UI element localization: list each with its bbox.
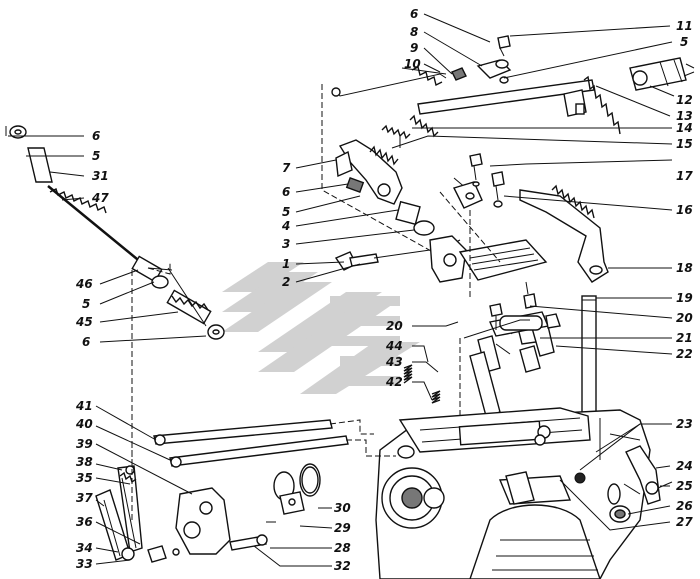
callout-38: 38 (76, 455, 93, 469)
callout-17: 17 (676, 169, 693, 183)
callout-19: 19 (676, 291, 693, 305)
callout-36: 36 (76, 515, 93, 529)
callout-23: 23 (676, 417, 693, 431)
callout-left-6a: 6 (92, 129, 100, 143)
callout-40: 40 (75, 417, 93, 431)
callout-21: 21 (676, 331, 693, 345)
callout-top-5: 5 (680, 35, 688, 49)
gearbox-housing (375, 407, 651, 579)
callout-47: 47 (91, 191, 109, 205)
callout-35: 35 (76, 471, 93, 485)
callout-2: 2 (282, 275, 290, 289)
callout-16: 16 (676, 203, 693, 217)
upper-linkage (321, 73, 548, 300)
callout-32: 32 (334, 559, 351, 573)
callout-33: 33 (76, 557, 93, 571)
callout-right-20: 20 (676, 311, 693, 325)
callout-27: 27 (676, 515, 693, 529)
bottom-left-assembly (95, 419, 396, 563)
small-lever-parts (609, 445, 673, 523)
callout-mid-20: 20 (386, 319, 403, 333)
top-rod-assembly (401, 35, 695, 283)
callout-mid-5: 5 (282, 205, 290, 219)
callout-1: 1 (282, 257, 290, 271)
callout-22: 22 (676, 347, 693, 361)
callout-30: 30 (334, 501, 351, 515)
callout-8: 8 (410, 25, 418, 39)
callout-24: 24 (676, 459, 693, 473)
callout-18: 18 (676, 261, 693, 275)
callout-15: 15 (676, 137, 693, 151)
callout-labels: 6 5 31 47 46 5 45 6 7 6 5 4 3 1 2 20 44 … (75, 7, 693, 573)
leader-lines (8, 13, 675, 567)
callout-25: 25 (676, 479, 693, 493)
callout-top-6: 6 (410, 7, 418, 21)
callout-14: 14 (676, 121, 693, 135)
callout-left-5b: 5 (82, 297, 90, 311)
callout-left-5a: 5 (92, 149, 100, 163)
callout-34: 34 (76, 541, 93, 555)
callout-46: 46 (75, 277, 93, 291)
callout-31: 31 (92, 169, 109, 183)
gray-chevron-watermark-logo (222, 262, 420, 394)
callout-left-6b: 6 (82, 335, 90, 349)
callout-4: 4 (281, 219, 290, 233)
callout-43: 43 (385, 355, 403, 369)
callout-11: 11 (676, 19, 693, 33)
callout-44: 44 (385, 339, 403, 353)
callout-45: 45 (75, 315, 93, 329)
callout-7: 7 (282, 161, 291, 175)
callout-10: 10 (404, 57, 421, 71)
callout-29: 29 (334, 521, 351, 535)
callout-12: 12 (676, 93, 693, 107)
callout-28: 28 (334, 541, 351, 555)
callout-mid-6: 6 (282, 185, 290, 199)
callout-37: 37 (76, 491, 93, 505)
callout-3: 3 (282, 237, 290, 251)
callout-41: 41 (75, 399, 93, 413)
callout-13: 13 (676, 109, 693, 123)
callout-26: 26 (676, 499, 693, 513)
callout-39: 39 (76, 437, 93, 451)
callout-42: 42 (385, 375, 403, 389)
callout-9: 9 (410, 41, 418, 55)
